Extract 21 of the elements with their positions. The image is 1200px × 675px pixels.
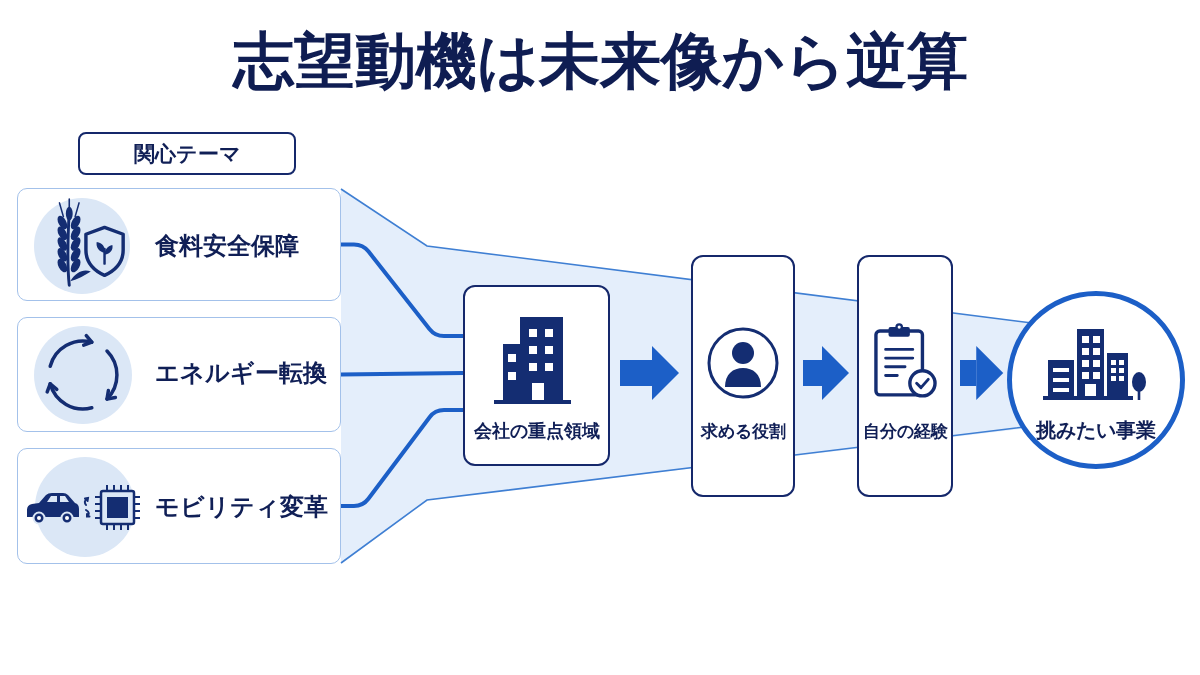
theme-card: [17, 317, 341, 432]
theme-card: [17, 188, 341, 301]
step-card: [463, 285, 610, 466]
theme-label: エネルギー転換: [155, 358, 327, 388]
connector-line: [339, 242, 465, 338]
step-label: 求める役割: [700, 420, 786, 442]
title: 志望動機は未来像から逆算: [232, 27, 968, 95]
step-label: 会社の重点領域: [473, 420, 600, 442]
step-card: [691, 255, 795, 497]
category-heading: 関心テーマ: [78, 132, 296, 175]
theme-card: [17, 448, 341, 564]
step-label: 自分の経験: [862, 420, 948, 442]
theme-label: 食料安全保障: [155, 231, 299, 261]
theme-label: モビリティ変革: [155, 492, 328, 522]
goal-label: 挑みたい事業: [1036, 418, 1156, 442]
block-arrow: [960, 346, 1004, 400]
connector-line: [339, 371, 465, 377]
connector-line: [339, 408, 465, 508]
block-arrow: [620, 346, 679, 400]
block-arrow: [803, 346, 849, 400]
step-card: [857, 255, 953, 497]
